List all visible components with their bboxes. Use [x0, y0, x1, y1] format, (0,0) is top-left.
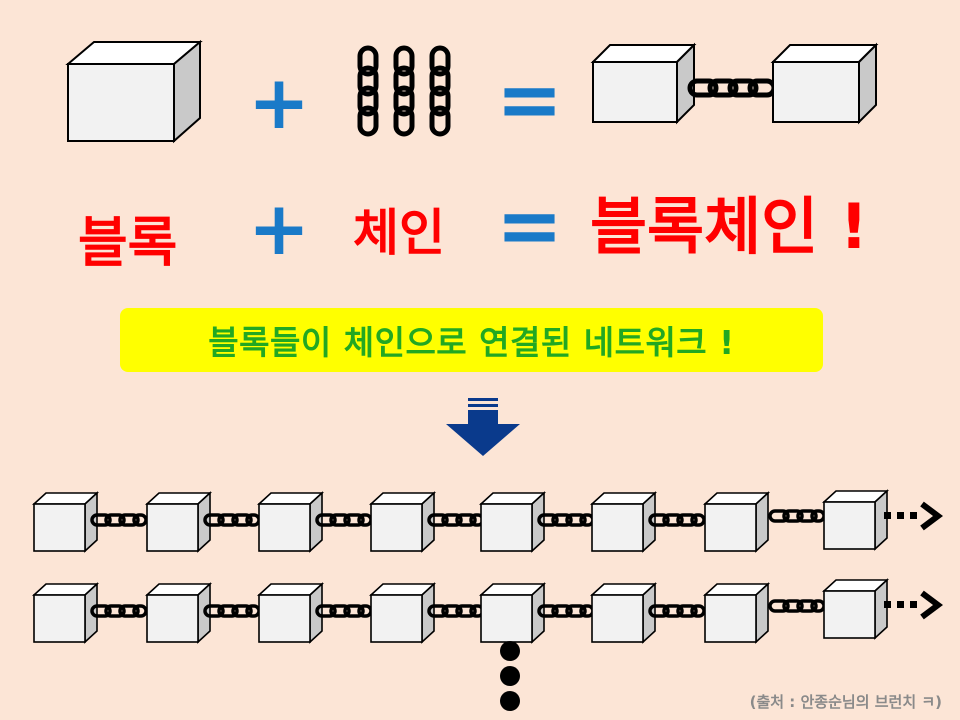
row1-block: [480, 492, 545, 552]
chain-label: 체인: [353, 204, 445, 262]
equals-sign-middle: =: [496, 179, 564, 272]
row1-block: [591, 492, 656, 552]
row2-chain-link: [768, 599, 826, 613]
block-label: 블록: [78, 211, 178, 274]
source-caption: (출처 : 안종순님의 브런치 ㅋ): [749, 693, 942, 711]
row1-chain-link: [315, 513, 373, 527]
row1-block: [33, 492, 98, 552]
row1-dotted-arrow-icon: [884, 501, 943, 531]
definition-banner: 블록들이 체인으로 연결된 네트워크 !: [120, 308, 823, 372]
plus-sign-middle: +: [248, 186, 311, 272]
row1-chain-link: [648, 513, 706, 527]
row1-chain-link: [768, 509, 826, 523]
row1-block: [823, 490, 888, 550]
down-arrow-icon: [446, 398, 520, 456]
row1-chain-link: [203, 513, 261, 527]
row2-block: [33, 583, 98, 643]
row2-chain-link: [427, 604, 485, 618]
row2-chain-link: [648, 604, 706, 618]
plus-sign-top: +: [248, 60, 311, 146]
row2-block: [258, 583, 323, 643]
definition-banner-text: 블록들이 체인으로 연결된 네트워크 !: [208, 323, 735, 362]
vertical-ellipsis-icon: [500, 641, 520, 711]
row1-block: [258, 492, 323, 552]
row2-block: [480, 583, 545, 643]
row2-block: [704, 583, 769, 643]
blockchain-label: 블록체인 !: [590, 190, 869, 263]
row1-block: [370, 492, 435, 552]
row2-chain-link: [90, 604, 148, 618]
row1-block: [146, 492, 211, 552]
linked-blocks-result: [590, 42, 879, 125]
big-block-cube: [65, 39, 203, 144]
chain-row-2: [33, 579, 943, 643]
chain-columns-icon: [357, 45, 451, 137]
row2-dotted-arrow-icon: [884, 590, 943, 620]
row2-block: [370, 583, 435, 643]
row2-block: [823, 579, 888, 639]
row2-chain-link: [315, 604, 373, 618]
blockchain-rows: [33, 490, 943, 643]
equals-sign-top: =: [496, 53, 564, 146]
row2-block: [146, 583, 211, 643]
row1-chain-link: [537, 513, 595, 527]
chain-row-1: [33, 490, 943, 552]
row2-chain-link: [537, 604, 595, 618]
row2-block: [591, 583, 656, 643]
row1-block: [704, 492, 769, 552]
row1-chain-link: [427, 513, 485, 527]
row1-chain-link: [90, 513, 148, 527]
row2-chain-link: [203, 604, 261, 618]
